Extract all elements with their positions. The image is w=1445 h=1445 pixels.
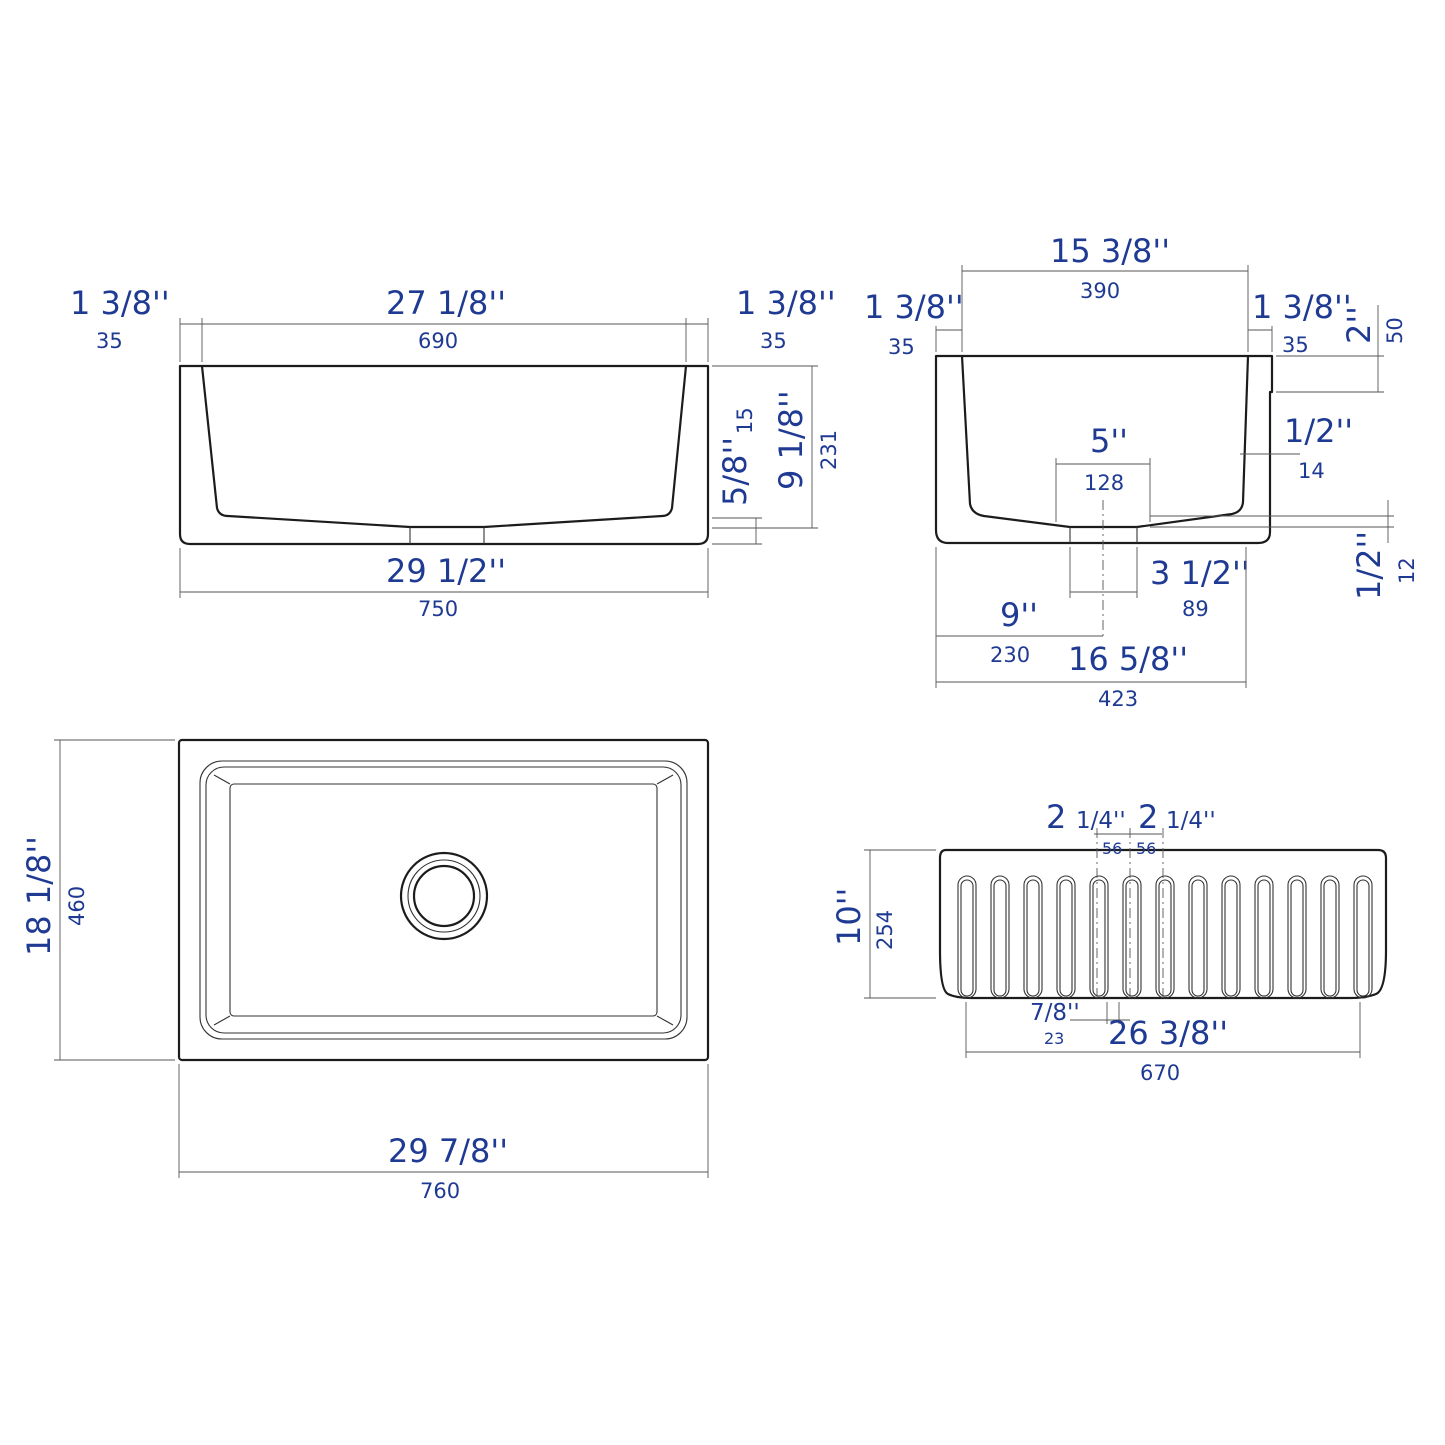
- side-view: 15 3/8'' 390 1 3/8'' 35 1 3/8'' 35 2'' 5…: [864, 232, 1419, 711]
- apron-height-mm: 254: [873, 910, 897, 950]
- side-wall-thickness-in: 1/2'': [1284, 412, 1353, 450]
- apron-flute: [990, 875, 1010, 999]
- side-apron-step-in: 2'': [1340, 306, 1378, 344]
- apron-fluted-width-in: 26 3/8'': [1108, 1014, 1228, 1052]
- apron-flute-inner: [1224, 879, 1238, 997]
- apron-flute-inner: [960, 879, 974, 997]
- side-left-rim-mm: 35: [888, 335, 915, 359]
- side-inner-depth-in: 15 3/8'': [1050, 232, 1170, 270]
- apron-flute-inner: [1158, 879, 1172, 997]
- apron-flute-right-mm: 56: [1136, 839, 1156, 858]
- side-left-rim-in: 1 3/8'': [864, 288, 964, 326]
- front-height-in: 9 1/8'': [772, 390, 810, 490]
- top-view-corner-bl: [213, 1015, 231, 1026]
- front-left-rim-in: 1 3/8'': [70, 284, 170, 322]
- apron-flute-width-in: 7/8'': [1030, 1000, 1080, 1026]
- side-base-thickness-mm: 12: [1395, 557, 1419, 584]
- top-view-outer-rim: [177, 738, 710, 1062]
- apron-flute: [1254, 875, 1274, 999]
- apron-fluted-width-mm: 670: [1140, 1061, 1180, 1085]
- side-base-thickness-in: 1/2'': [1350, 531, 1388, 600]
- side-drain-opening-mm: 128: [1084, 471, 1124, 495]
- front-inner-width-in: 27 1/8'': [386, 284, 506, 322]
- front-right-rim-mm: 35: [760, 329, 787, 353]
- side-drain-opening-in: 5'': [1090, 422, 1128, 460]
- apron-flute-inner: [993, 879, 1007, 997]
- front-overall-width-mm: 750: [418, 597, 458, 621]
- apron-flute: [1221, 875, 1241, 999]
- apron-flute-right-frac: 1/4'': [1166, 808, 1216, 834]
- top-depth-in: 18 1/8'': [20, 836, 58, 956]
- apron-flute-width-mm: 23: [1044, 1029, 1064, 1048]
- front-bottom-thickness-mm: 15: [733, 407, 757, 434]
- apron-flute-inner: [1257, 879, 1271, 997]
- apron-flute-inner: [1290, 879, 1304, 997]
- top-width-mm: 760: [420, 1179, 460, 1203]
- front-overall-width-in: 29 1/2'': [386, 552, 506, 590]
- side-view-basin-cavity: [960, 355, 1250, 529]
- apron-view-panel: [938, 848, 1388, 1000]
- apron-flute: [1353, 875, 1373, 999]
- top-view-corner-tr: [656, 774, 674, 785]
- top-width-in: 29 7/8'': [388, 1132, 508, 1170]
- side-wall-thickness-mm: 14: [1298, 459, 1325, 483]
- apron-flute: [1188, 875, 1208, 999]
- front-view-basin-cavity: [200, 365, 688, 529]
- side-view-sink-body: [934, 354, 1274, 545]
- apron-flute: [1089, 875, 1109, 999]
- side-right-rim-mm: 35: [1282, 333, 1309, 357]
- apron-flute-inner: [1092, 879, 1106, 997]
- apron-flute-left-frac: 1/4'': [1076, 808, 1126, 834]
- apron-flute-inner: [1125, 879, 1139, 997]
- apron-flute-inner: [1323, 879, 1337, 997]
- apron-flute: [1056, 875, 1076, 999]
- front-left-rim-mm: 35: [96, 329, 123, 353]
- apron-flute-inner: [1026, 879, 1040, 997]
- front-view-sink-body: [178, 364, 710, 546]
- top-view-basin-inner: [205, 766, 682, 1034]
- top-view: 18 1/8'' 460 29 7/8'' 760: [20, 738, 710, 1203]
- top-depth-mm: 460: [65, 886, 89, 926]
- apron-flute: [1155, 875, 1175, 999]
- side-overall-depth-in: 16 5/8'': [1068, 640, 1188, 678]
- apron-flute: [1122, 875, 1142, 999]
- apron-flute: [957, 875, 977, 999]
- side-right-rim-in: 1 3/8'': [1252, 288, 1352, 326]
- apron-flute-right-in: 2: [1138, 798, 1158, 836]
- apron-flute-inner: [1356, 879, 1370, 997]
- side-drain-center-in: 9'': [1000, 596, 1038, 634]
- apron-flute: [1023, 875, 1043, 999]
- apron-flute-left-in: 2: [1046, 798, 1066, 836]
- side-drain-width-in: 3 1/2'': [1150, 554, 1250, 592]
- top-view-basin-floor: [229, 783, 658, 1017]
- apron-flute-inner: [1191, 879, 1205, 997]
- side-overall-depth-mm: 423: [1098, 687, 1138, 711]
- side-drain-center-mm: 230: [990, 643, 1030, 667]
- apron-height-in: 10'': [830, 888, 868, 946]
- front-right-rim-in: 1 3/8'': [736, 284, 836, 322]
- apron-flute-left-mm: 56: [1102, 839, 1122, 858]
- front-bottom-thickness-in: 5/8'': [716, 437, 754, 506]
- front-view: 1 3/8'' 35 27 1/8'' 690 1 3/8'' 35 5/8''…: [70, 284, 841, 621]
- top-view-corner-br: [656, 1015, 674, 1026]
- top-view-drain-outer: [399, 851, 489, 941]
- apron-flute: [1320, 875, 1340, 999]
- side-inner-depth-mm: 390: [1080, 279, 1120, 303]
- apron-view: 10'' 254 2 1/4'' 56 2 1/4'' 56 7/8'' 23 …: [830, 798, 1388, 1085]
- top-view-drain-ring: [407, 859, 481, 933]
- top-view-drain-inner: [412, 864, 476, 928]
- front-height-mm: 231: [817, 430, 841, 470]
- top-view-basin-edge: [199, 760, 688, 1040]
- apron-flute-inner: [1059, 879, 1073, 997]
- apron-view-flutes: [957, 875, 1373, 999]
- side-drain-width-mm: 89: [1182, 597, 1209, 621]
- apron-flute: [1287, 875, 1307, 999]
- top-view-corner-tl: [213, 774, 231, 785]
- side-apron-step-mm: 50: [1383, 317, 1407, 344]
- front-inner-width-mm: 690: [418, 329, 458, 353]
